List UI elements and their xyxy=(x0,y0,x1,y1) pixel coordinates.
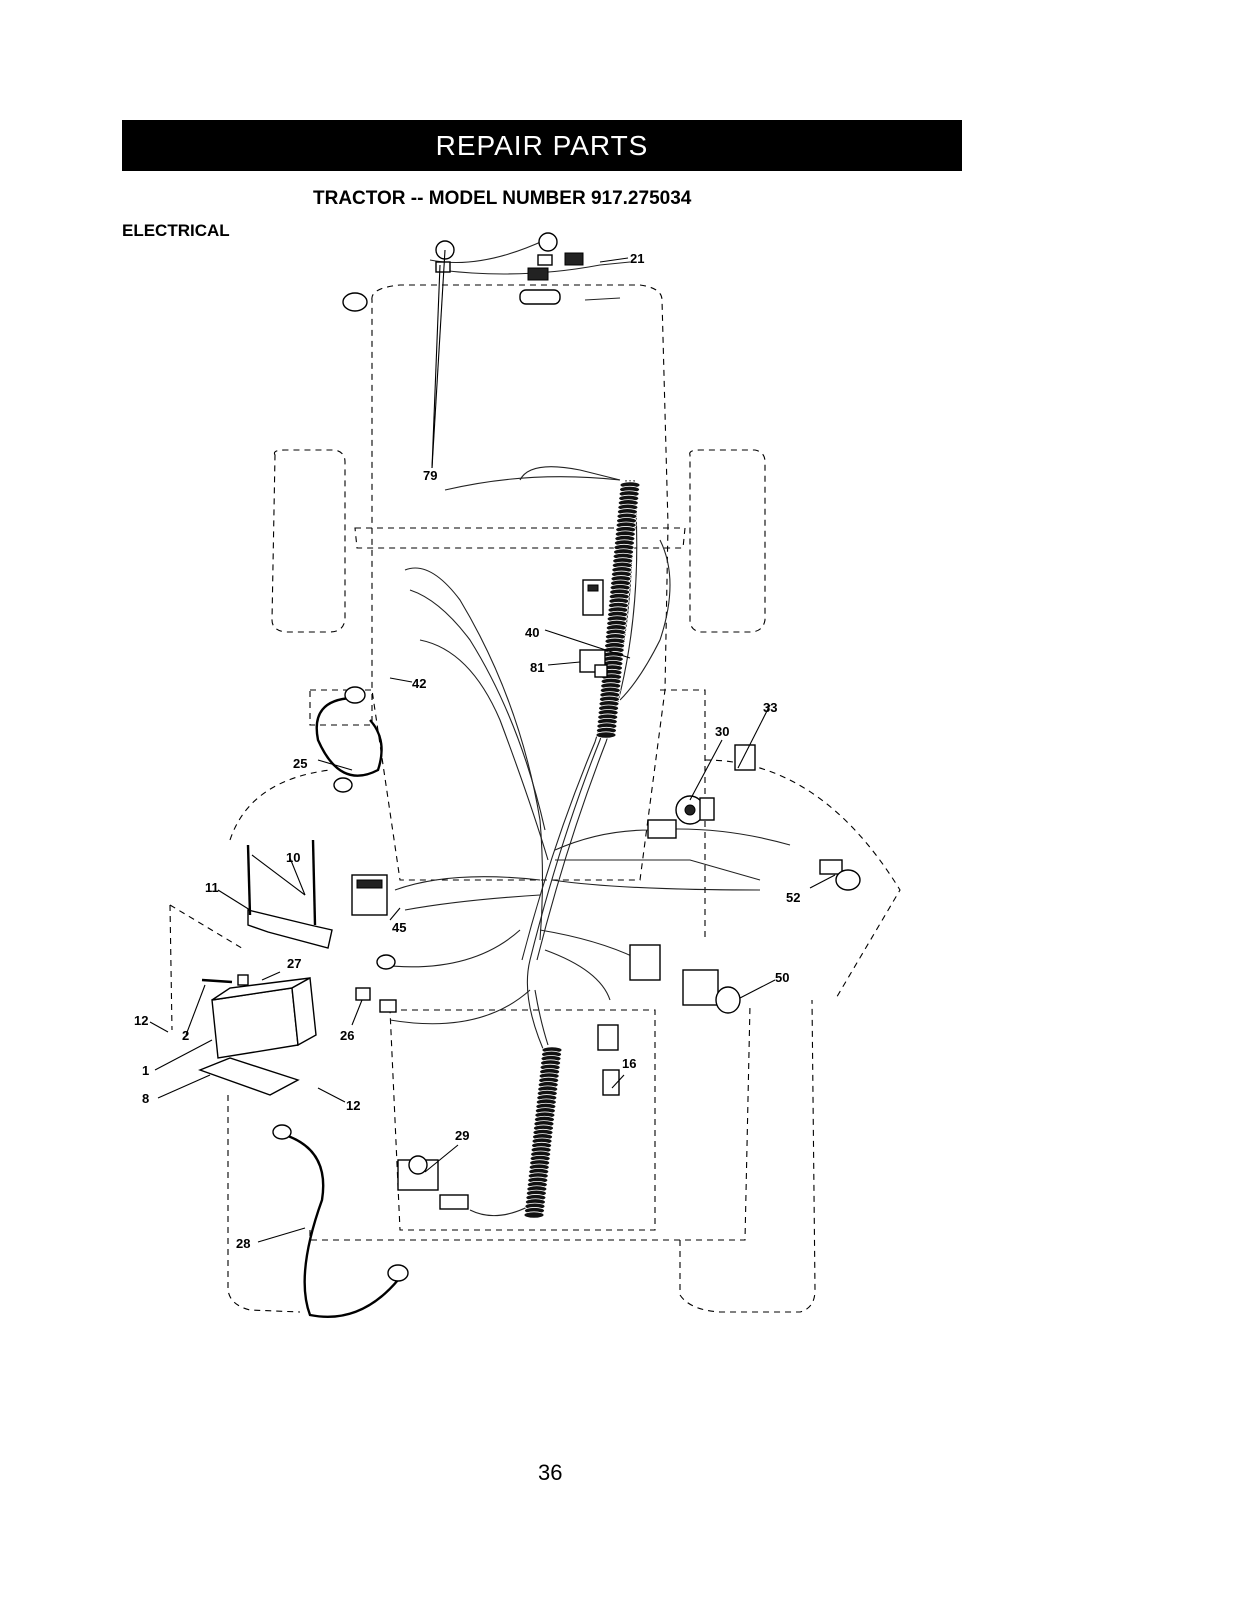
callout-30: 30 xyxy=(715,724,729,739)
callout-29: 29 xyxy=(455,1128,469,1143)
callout-81: 81 xyxy=(530,660,544,675)
conduit-coil-ring xyxy=(524,1212,544,1218)
callout-52: 52 xyxy=(786,890,800,905)
headlight-assembly-right xyxy=(538,233,557,265)
callout-28: 28 xyxy=(236,1236,250,1251)
ring-terminals xyxy=(334,293,395,969)
bolt-27 xyxy=(202,975,248,985)
switch-33 xyxy=(735,745,755,770)
battery-tray xyxy=(200,1058,298,1095)
callout-1: 1 xyxy=(142,1063,149,1078)
relay-81 xyxy=(580,650,607,677)
interlock-switch-52 xyxy=(820,860,860,890)
callout-79: 79 xyxy=(423,468,437,483)
battery xyxy=(212,978,316,1058)
callout-2: 2 xyxy=(182,1028,189,1043)
callout-leaders xyxy=(150,250,835,1242)
callout-45: 45 xyxy=(392,920,406,935)
callout-33: 33 xyxy=(763,700,777,715)
connector-block xyxy=(648,820,676,838)
fuel-solenoid-connector xyxy=(583,580,603,615)
callout-21: 21 xyxy=(630,251,644,266)
callout-12-right: 12 xyxy=(346,1098,360,1113)
callout-26: 26 xyxy=(340,1028,354,1043)
page-number: 36 xyxy=(538,1460,562,1486)
callout-10: 10 xyxy=(286,850,300,865)
callout-40: 40 xyxy=(525,625,539,640)
light-switch-50 xyxy=(683,970,740,1013)
multi-pin-connector xyxy=(630,945,660,980)
callout-25: 25 xyxy=(293,756,307,771)
battery-cable-28 xyxy=(273,1125,408,1317)
seat-switch-29 xyxy=(398,1156,468,1209)
callout-8: 8 xyxy=(142,1091,149,1106)
callout-27: 27 xyxy=(287,956,301,971)
wire-conduit-lower xyxy=(524,1047,562,1218)
ignition-switch xyxy=(676,796,714,824)
callout-42: 42 xyxy=(412,676,426,691)
fuse-holder-45 xyxy=(352,875,387,915)
callout-16: 16 xyxy=(622,1056,636,1071)
callout-11: 11 xyxy=(205,880,219,895)
callout-12-left: 12 xyxy=(134,1013,148,1028)
conduit-coil-ring xyxy=(596,732,616,738)
callout-50: 50 xyxy=(775,970,789,985)
